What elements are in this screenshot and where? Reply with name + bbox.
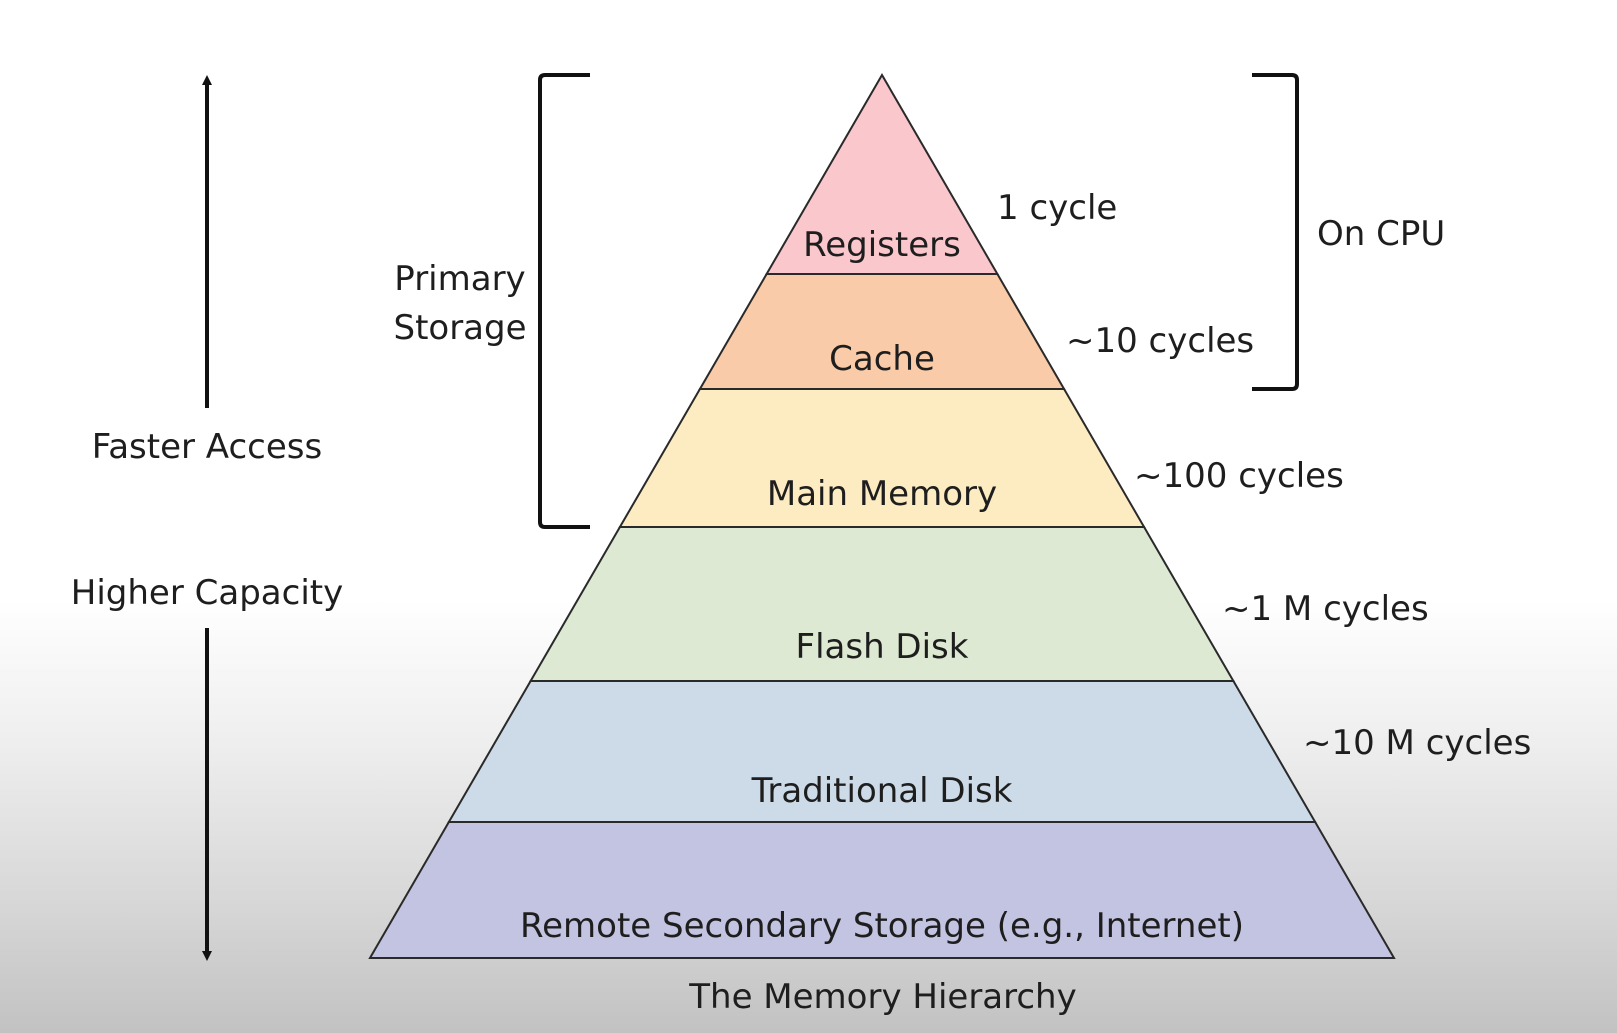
layer-label: Cache — [829, 339, 935, 379]
layer-label: Flash Disk — [796, 627, 969, 667]
layer-remote-secondary-storage-e-g-internet — [368, 821, 1396, 959]
latency-label: ~10 M cycles — [1303, 723, 1531, 763]
on-cpu-label: On CPU — [1317, 214, 1445, 254]
layer-label: Remote Secondary Storage (e.g., Internet… — [520, 906, 1244, 946]
diagram-caption: The Memory Hierarchy — [688, 977, 1076, 1017]
latency-label: ~10 cycles — [1066, 321, 1254, 361]
higher-capacity-label: Higher Capacity — [71, 573, 343, 613]
latency-label: ~1 M cycles — [1222, 589, 1429, 629]
faster-access-label: Faster Access — [92, 427, 322, 467]
latency-label: ~100 cycles — [1134, 456, 1344, 496]
layer-label: Registers — [803, 225, 961, 265]
latency-labels: 1 cycle ~10 cycles ~100 cycles ~1 M cycles ~… — [997, 188, 1531, 763]
primary-storage-bracket — [538, 73, 590, 529]
latency-label: 1 cycle — [997, 188, 1117, 228]
layer-label: Main Memory — [767, 474, 997, 514]
on-cpu-bracket — [1252, 73, 1299, 391]
layer-label: Traditional Disk — [751, 771, 1013, 811]
